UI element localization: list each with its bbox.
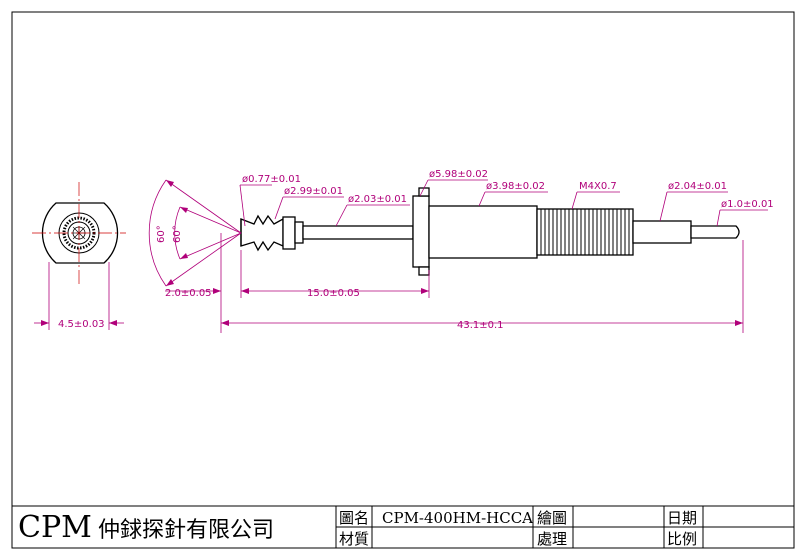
tail-diam-label: ø2.04±0.01 [668,181,727,192]
collar-diam-label: ø5.98±0.02 [429,169,488,180]
drawing-name-value: CPM-400HM-HCCA [382,509,533,527]
end-width-label: 4.5±0.03 [58,319,105,330]
company-abbr: CPM [18,510,92,545]
material-label: 材質 [339,530,369,548]
scale-label: 比例 [667,530,697,548]
end-width-dimension [34,262,124,330]
body-diam-label: ø3.98±0.02 [486,181,545,192]
drawing-name-label: 圖名 [339,509,369,527]
company-name: 仲銶探針有限公司 [98,518,274,543]
barrel-diam-label: ø2.03±0.01 [348,194,407,205]
tip-diam-label: ø2.99±0.01 [284,186,343,197]
thread-label: M4X0.7 [579,181,617,192]
angle-outer-label: 60° [156,225,167,243]
drawing-border [11,11,795,549]
probe-diam-label: ø0.77±0.01 [242,174,301,185]
total-length-label: 43.1±0.1 [457,320,504,331]
title-block [12,505,794,548]
process-label: 處理 [537,530,567,548]
thread-lines [540,209,630,255]
dimension-arrows [166,180,743,326]
angle-inner-label: 60° [172,225,183,243]
drawn-label: 繪圖 [537,509,567,527]
leader-lines [148,179,768,333]
end-view [32,182,126,287]
pin-diam-label: ø1.0±0.01 [721,199,774,210]
probe-side-view [240,187,740,276]
barrel-length-label: 15.0±0.05 [307,288,360,299]
tip-length-label: 2.0±0.05 [165,288,212,299]
date-label: 日期 [667,509,697,527]
